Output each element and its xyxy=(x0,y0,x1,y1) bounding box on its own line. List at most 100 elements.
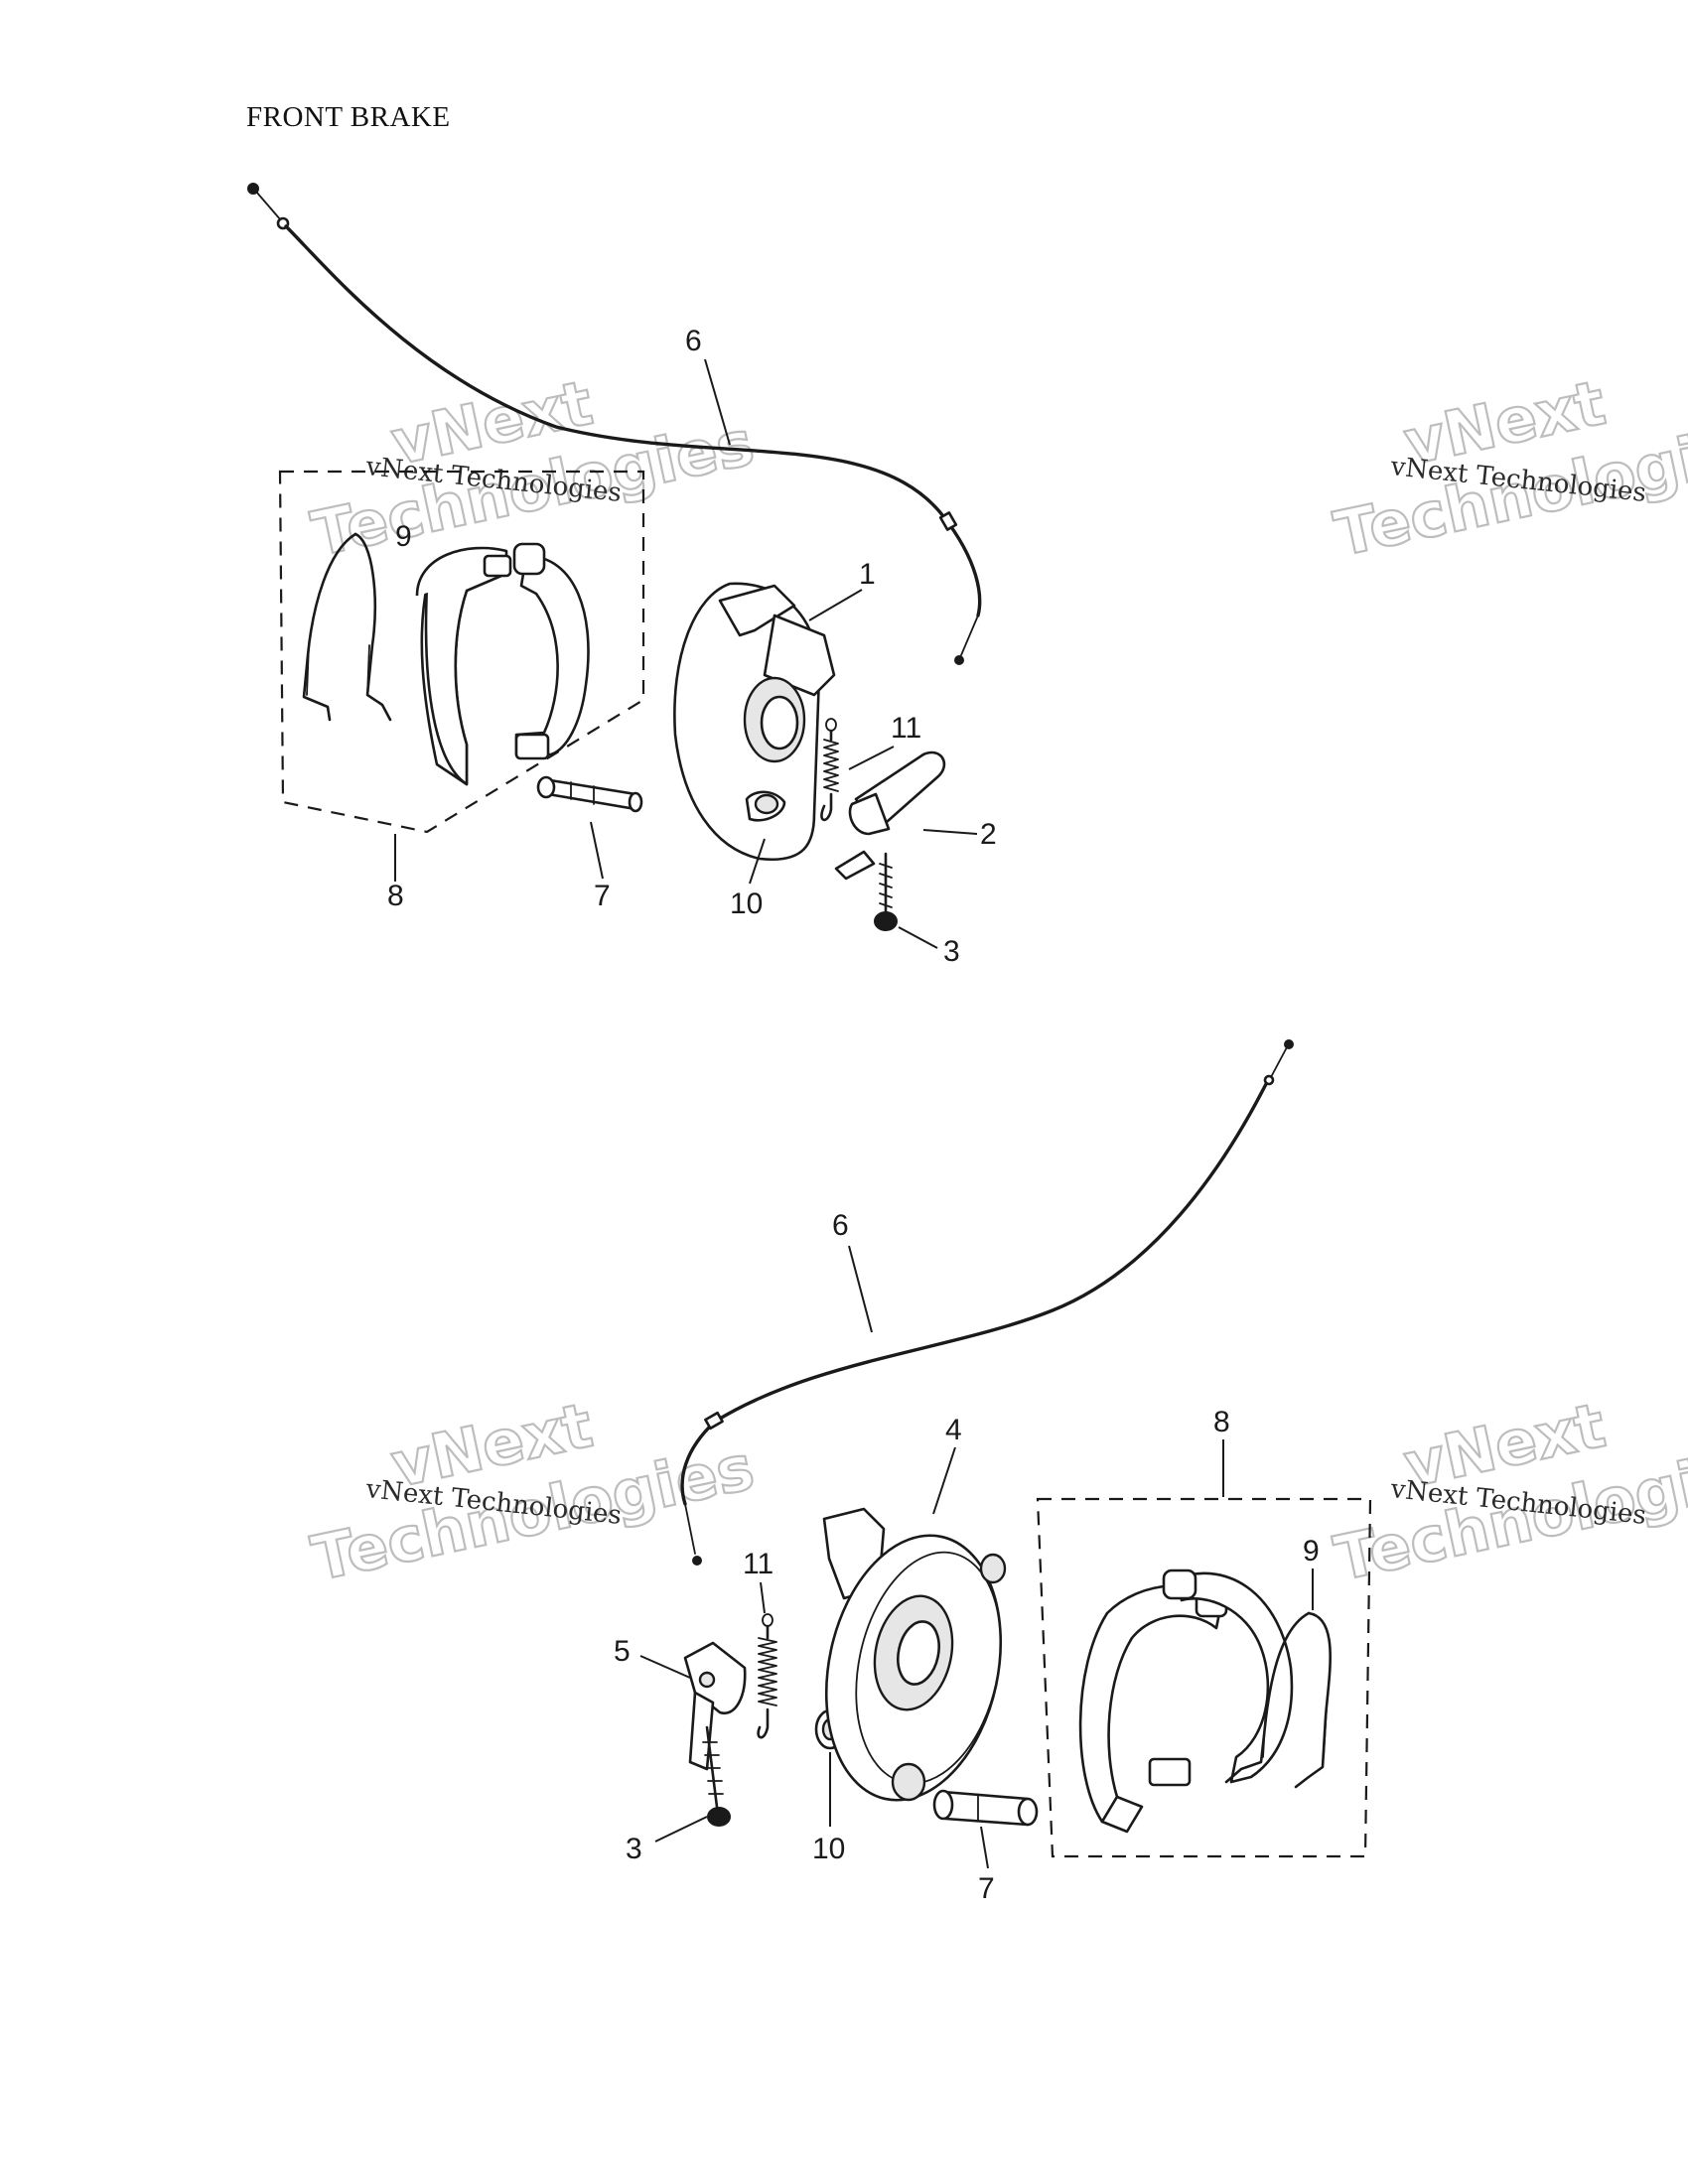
spring-coil xyxy=(1262,1706,1328,1758)
shoe-body xyxy=(1078,1584,1223,1824)
cable-inner-wire xyxy=(1270,1046,1288,1078)
clamp-bolt xyxy=(874,852,898,931)
cable-end-nipple xyxy=(1284,1039,1294,1049)
leader-11 xyxy=(760,1581,766,1614)
leader-10 xyxy=(749,838,766,885)
callout-10: 10 xyxy=(730,887,763,920)
shoe-body xyxy=(1175,1571,1294,1784)
callout-8: 8 xyxy=(1213,1406,1230,1438)
callout-2: 2 xyxy=(980,818,997,851)
watermark-bottom-left: vNext Technologies vNext Technologies xyxy=(305,1388,762,1596)
pin-head xyxy=(536,775,556,799)
plate-anchor-hole xyxy=(754,793,779,815)
anchor-pin xyxy=(536,775,643,813)
leader-11 xyxy=(848,746,895,770)
leader-3 xyxy=(654,1816,708,1843)
plate-hub-bore xyxy=(897,1620,940,1686)
leader-4 xyxy=(932,1446,956,1515)
brake-shoe-left xyxy=(415,546,512,786)
bolt-shank xyxy=(705,1725,719,1809)
cable-joint xyxy=(704,1411,724,1431)
leader-7 xyxy=(980,1826,989,1869)
callout-8: 8 xyxy=(387,880,404,912)
shoe-return-spring xyxy=(302,532,392,722)
brake-shoe-left xyxy=(1078,1584,1228,1834)
anchor-pin xyxy=(932,1789,1039,1827)
spring-wire xyxy=(302,532,357,722)
leader-1 xyxy=(808,589,863,621)
watermark-top-right: vNext Technologies vNext Technologies xyxy=(1328,365,1688,572)
watermark-bottom-right: vNext Technologies vNext Technologies xyxy=(1328,1388,1688,1596)
clamp-bolt xyxy=(702,1725,731,1827)
callout-7: 7 xyxy=(594,880,611,912)
callout-3: 3 xyxy=(626,1833,642,1865)
leader-3 xyxy=(898,926,938,949)
return-spring xyxy=(820,718,839,822)
cable-end xyxy=(692,1556,702,1566)
plate-boss xyxy=(763,614,836,697)
shoe-cam-end xyxy=(1148,1757,1192,1787)
cable-inner-wire xyxy=(255,191,282,221)
brake-arm-lever xyxy=(834,751,946,881)
shoe-tab xyxy=(1100,1795,1144,1834)
brake-shoe-right xyxy=(512,542,590,760)
watermark-top-left: vNext Technologies vNext Technologies xyxy=(305,365,762,572)
callout-4: 4 xyxy=(945,1414,962,1446)
plate-hub-bore xyxy=(760,695,799,751)
cable-inner-wire xyxy=(684,1503,696,1555)
leader-7 xyxy=(590,821,604,880)
callouts-top: 6 9 1 11 2 3 8 7 10 xyxy=(387,325,997,968)
cable-inner-wire xyxy=(960,614,979,656)
bolt-thread xyxy=(702,1741,724,1795)
plate-anchor-boss xyxy=(891,1762,926,1802)
pin-end xyxy=(1017,1797,1039,1827)
pin-end xyxy=(628,791,643,813)
spring-coil xyxy=(758,1637,777,1706)
callout-9: 9 xyxy=(1303,1535,1320,1568)
lever-arm xyxy=(688,1691,715,1771)
top-assembly: 6 9 1 11 2 3 8 7 10 xyxy=(247,183,997,968)
plate-boss-upper xyxy=(979,1553,1007,1584)
shoe-body xyxy=(514,554,590,756)
callout-9: 9 xyxy=(395,520,412,553)
brake-cable xyxy=(247,183,982,665)
shoe-kit-group-box xyxy=(1036,1497,1372,1858)
callouts-bottom: 6 4 8 9 11 5 3 10 7 xyxy=(614,1209,1320,1905)
leader-6 xyxy=(704,358,731,446)
shoe-pivot-end xyxy=(512,542,546,576)
lever-hole xyxy=(698,1671,716,1689)
callout-6: 6 xyxy=(685,325,702,357)
callout-11: 11 xyxy=(743,1548,774,1580)
shoe-pivot-end xyxy=(1162,1569,1197,1600)
spring-hook xyxy=(825,718,837,732)
shoe-cam-end xyxy=(514,733,550,760)
cable-housing xyxy=(284,224,982,617)
shoe-return-spring xyxy=(1224,1611,1332,1789)
brake-backing-plate xyxy=(673,582,836,862)
spring-wire xyxy=(757,1707,770,1739)
page-title: FRONT BRAKE xyxy=(246,101,451,133)
cable-ferrule xyxy=(1263,1074,1275,1086)
brake-cable xyxy=(680,1039,1294,1566)
callout-5: 5 xyxy=(614,1635,631,1668)
cable-end xyxy=(954,655,964,665)
cable-joint xyxy=(938,511,958,531)
brake-shoe-right xyxy=(1148,1569,1294,1787)
spring-coil xyxy=(306,644,370,696)
brake-arm-lever xyxy=(683,1641,747,1771)
lever-clamp xyxy=(848,792,891,836)
bolt-head xyxy=(707,1807,731,1827)
callout-7: 7 xyxy=(978,1872,995,1905)
bolt-thread xyxy=(879,863,893,908)
callout-3: 3 xyxy=(943,935,960,968)
lever-tab xyxy=(834,850,876,881)
spring-hook xyxy=(762,1613,774,1627)
brake-backing-plate xyxy=(822,1507,1007,1802)
pin-shaft xyxy=(542,777,637,811)
shoe-kit-group-box xyxy=(278,470,645,834)
spring-coil xyxy=(823,739,839,792)
leader-5 xyxy=(639,1655,691,1679)
pin-shaft xyxy=(941,1790,1030,1827)
pin-head xyxy=(932,1789,954,1821)
